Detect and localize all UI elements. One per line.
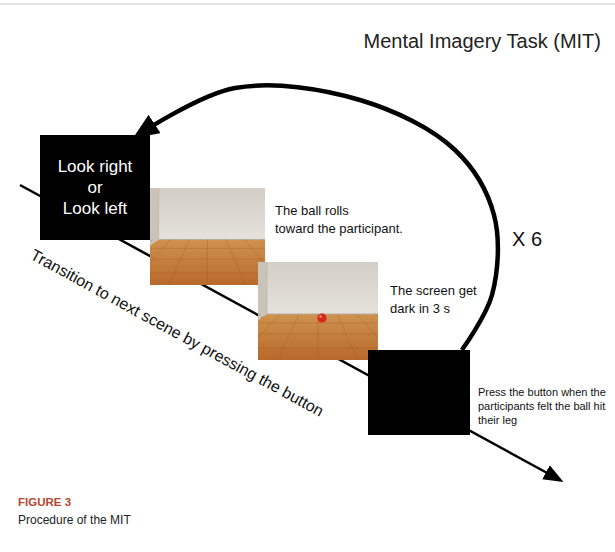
figure-caption: Procedure of the MIT: [18, 513, 131, 527]
text-holder: Press the button when the participants f…: [478, 386, 606, 428]
step-note: The ball rolls toward the participant.: [275, 202, 403, 237]
ball-highlight: [319, 315, 322, 318]
repeat-count: X 6: [510, 228, 544, 251]
frame-rule: [0, 4, 615, 5]
text-holder: The screen get dark in 3 s: [390, 282, 477, 317]
timeline-label: Transition to next scene by pressing the…: [27, 246, 326, 421]
dark-screen: Press the button when the participants f…: [368, 350, 470, 435]
box-text: Look right or Look left: [58, 156, 133, 220]
instruction-box: Look right or Look left: [40, 135, 150, 240]
step-note: The screen get dark in 3 s: [390, 282, 477, 317]
red-ball: [317, 313, 326, 322]
loop-arrow: [138, 85, 498, 350]
text-holder: The ball rolls toward the participant.: [275, 202, 403, 237]
step-note: Press the button when the participants f…: [478, 386, 606, 428]
scene-image: The screen get dark in 3 s: [258, 262, 378, 360]
scene-image: The ball rolls toward the participant.: [150, 188, 265, 285]
figure-title: Mental Imagery Task (MIT): [364, 30, 601, 53]
figure-number: FIGURE 3: [18, 496, 71, 508]
